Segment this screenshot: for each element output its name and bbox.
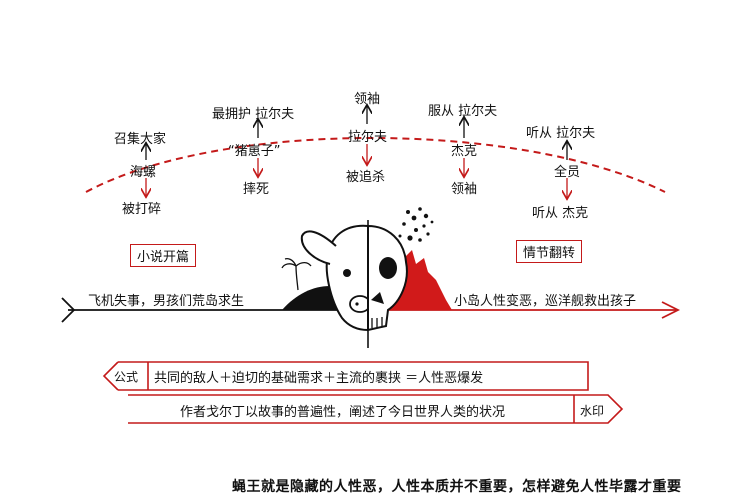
node3-top: 领袖 <box>354 92 381 107</box>
conclusion-text: 蝇王就是隐藏的人性恶，人性本质并不重要，怎样避免人性毕露才重要 <box>232 479 682 495</box>
node2-bottom: 摔死 <box>243 182 270 197</box>
node1-middle: 海螺 <box>130 165 157 180</box>
author-text: 作者戈尔丁以故事的普遍性，阐述了今日世界人类的状况 <box>180 405 506 420</box>
watermark-tag: 水印 <box>580 404 605 418</box>
node-arrows <box>146 106 567 198</box>
node3-bottom: 被追杀 <box>346 170 386 185</box>
formula-tag: 公式 <box>114 370 139 384</box>
node4-bottom: 领袖 <box>451 182 478 197</box>
flies-icon <box>398 207 434 242</box>
node1-top: 召集大家 <box>114 132 167 147</box>
node5-middle: 全员 <box>554 165 581 180</box>
node2-middle: “猪崽子” <box>228 144 281 159</box>
dashed-arc <box>85 137 666 193</box>
formula-text: 共同的敌人＋迫切的基础需求＋主流的裹挟 ＝人性恶爆发 <box>154 371 484 386</box>
author-banner <box>128 394 624 424</box>
pig-skull-icon <box>300 220 408 348</box>
formula-banner <box>102 361 589 391</box>
node5-top: 听从 拉尔夫 <box>526 126 596 141</box>
node4-top: 服从 拉尔夫 <box>428 104 498 119</box>
node4-middle: 杰克 <box>451 144 478 159</box>
node3-middle: 拉尔夫 <box>348 130 388 145</box>
box-novel-start: 小说开篇 <box>130 244 197 267</box>
timeline-right-text: 小岛人性变恶，巡洋舰救出孩子 <box>454 294 637 309</box>
timeline-left-text: 飞机失事，男孩们荒岛求生 <box>88 294 245 309</box>
box-plot-turn: 情节翻转 <box>516 240 583 263</box>
palm-tree-icon <box>281 258 312 291</box>
node5-bottom: 听从 杰克 <box>532 206 589 221</box>
node2-top: 最拥护 拉尔夫 <box>212 107 295 122</box>
node1-bottom: 被打碎 <box>122 202 162 217</box>
